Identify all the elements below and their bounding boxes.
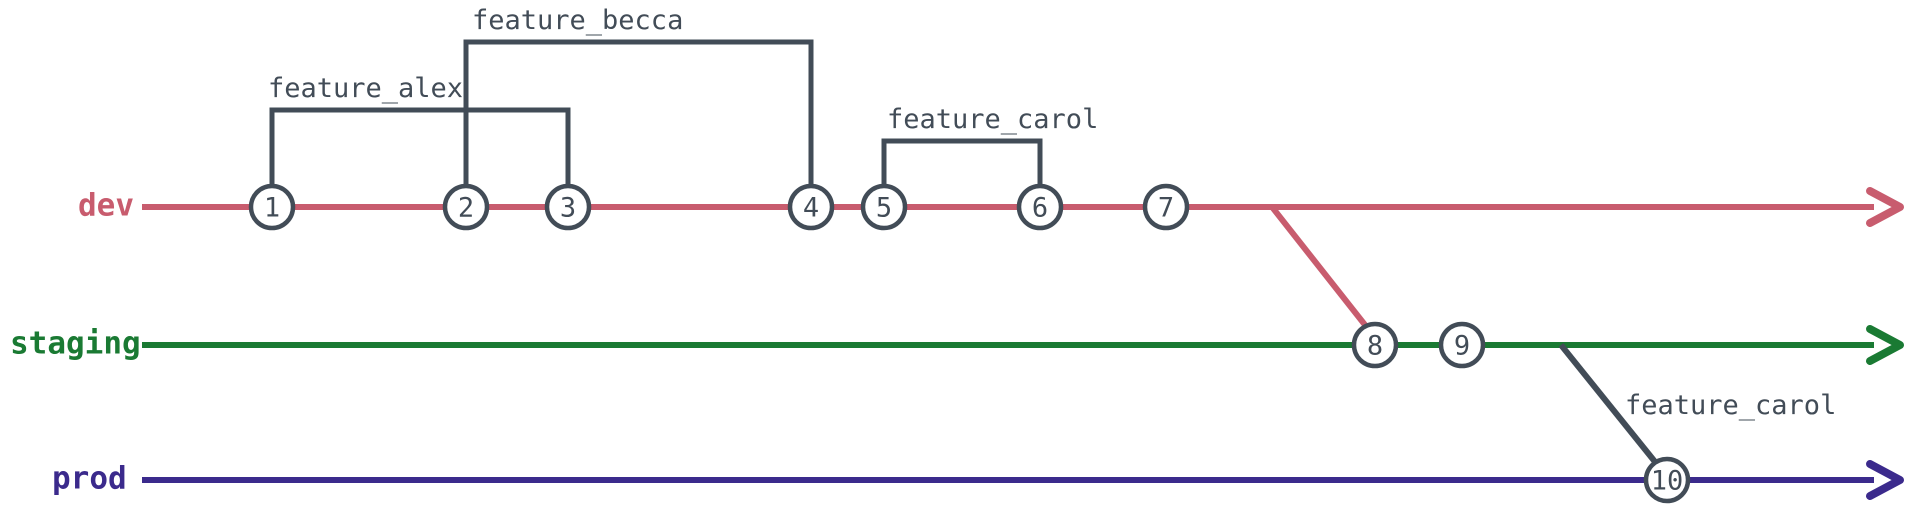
commit-label-9: 9	[1454, 331, 1470, 362]
commit-circle-3[interactable]	[544, 183, 592, 231]
commit-label-8: 8	[1367, 331, 1383, 362]
commit-node-4[interactable]: 4	[787, 183, 835, 231]
label-feature-carol-dev: feature_carol	[887, 104, 1098, 135]
commit-label-10: 10	[1651, 466, 1684, 497]
commit-circle-4[interactable]	[787, 183, 835, 231]
commit-circle-6[interactable]	[1016, 183, 1064, 231]
branch-labels-layer: dev staging prod	[10, 188, 141, 497]
commit-node-1[interactable]: 1	[248, 183, 296, 231]
commit-node-7[interactable]: 7	[1142, 183, 1190, 231]
merge-lines-layer	[1269, 205, 1663, 470]
feature-brackets-layer: feature_alex feature_becca feature_carol	[268, 5, 1098, 186]
label-feature-alex: feature_alex	[268, 73, 463, 104]
branch-label-prod: prod	[52, 461, 127, 497]
staging-to-prod-branch	[1558, 343, 1663, 470]
label-feature-becca: feature_becca	[472, 5, 683, 36]
commit-circle-8[interactable]	[1351, 321, 1399, 369]
branch-label-dev: dev	[78, 188, 134, 224]
commit-label-3: 3	[560, 193, 576, 224]
branch-arrow-staging	[1866, 325, 1904, 365]
commit-node-6[interactable]: 6	[1016, 183, 1064, 231]
commit-circle-9[interactable]	[1438, 321, 1486, 369]
commit-circle-5[interactable]	[860, 183, 908, 231]
branch-lines-layer	[142, 187, 1904, 500]
commit-circle-1[interactable]	[248, 183, 296, 231]
commit-label-7: 7	[1158, 193, 1174, 224]
commit-node-5[interactable]: 5	[860, 183, 908, 231]
floating-labels-layer: feature_carol	[1625, 390, 1836, 421]
commits-layer: 1 2 3 4 5 6 7 8 9 10	[248, 183, 1691, 504]
branch-label-staging: staging	[10, 326, 141, 362]
branch-arrow-prod	[1866, 460, 1904, 500]
commit-circle-7[interactable]	[1142, 183, 1190, 231]
commit-label-2: 2	[458, 193, 474, 224]
commit-label-5: 5	[876, 193, 892, 224]
bracket-feature-alex	[269, 107, 571, 186]
commit-node-8[interactable]: 8	[1351, 321, 1399, 369]
branch-arrow-dev	[1866, 187, 1904, 227]
bracket-feature-becca	[463, 39, 814, 186]
commit-node-10[interactable]: 10	[1643, 456, 1691, 504]
commit-label-6: 6	[1032, 193, 1048, 224]
commit-label-1: 1	[264, 193, 280, 224]
commit-circle-10[interactable]	[1643, 456, 1691, 504]
bracket-feature-carol-dev	[881, 138, 1043, 186]
dev-to-staging-merge	[1269, 205, 1372, 332]
commit-circle-2[interactable]	[442, 183, 490, 231]
commit-node-2[interactable]: 2	[442, 183, 490, 231]
commit-label-4: 4	[803, 193, 819, 224]
commit-node-9[interactable]: 9	[1438, 321, 1486, 369]
commit-node-3[interactable]: 3	[544, 183, 592, 231]
label-feature-carol-prod: feature_carol	[1625, 390, 1836, 421]
